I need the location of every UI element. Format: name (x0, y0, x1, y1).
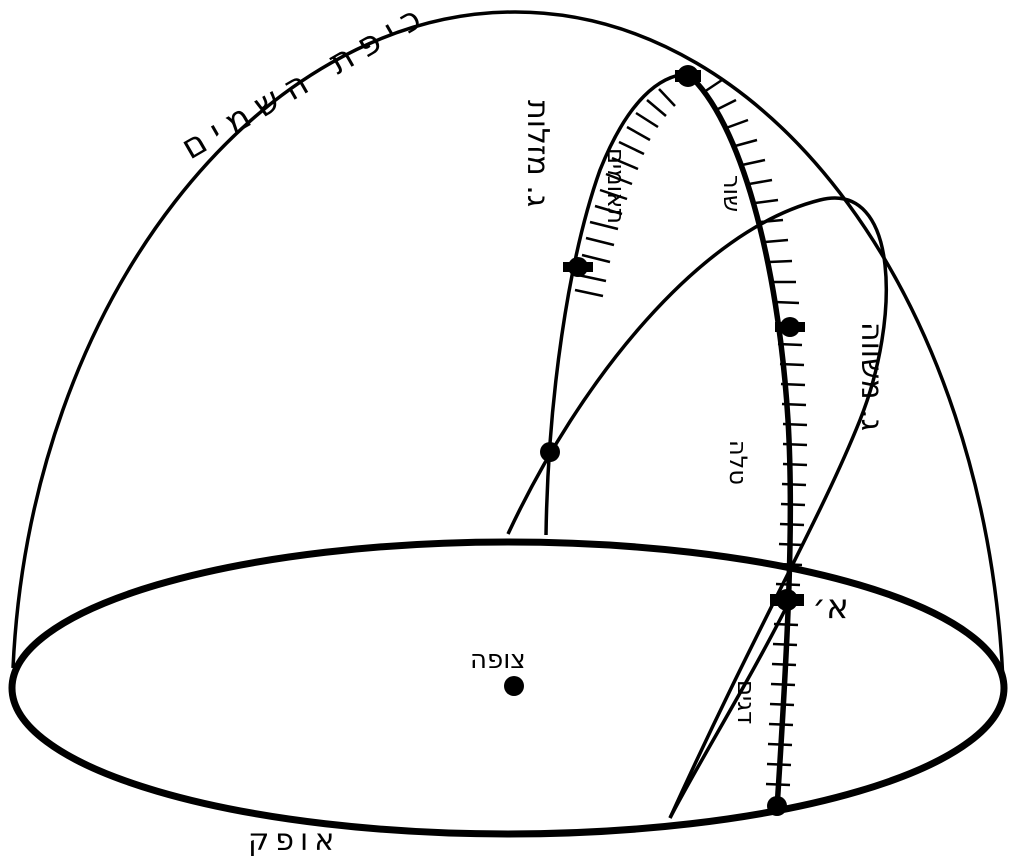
horizon-ellipse (8, 538, 1008, 838)
meridian-arc (686, 71, 794, 809)
zenith-cross (675, 70, 701, 82)
taurus-label: שור (718, 175, 746, 212)
sky-dome-arc (11, 10, 1005, 681)
equator-label: ג. משווה (854, 322, 889, 431)
ecliptic-arc (544, 72, 689, 536)
horizon-label: אופק (248, 823, 340, 857)
observer-point (504, 676, 524, 696)
equator-arc (506, 196, 889, 819)
observer-label: צופה (470, 645, 526, 675)
ecliptic-ticks (574, 88, 676, 298)
point-a-label: א׳ (812, 587, 849, 627)
intersection-point (540, 442, 560, 462)
gemini-label: תאומים (602, 148, 630, 224)
equator-lower-arc (668, 599, 792, 819)
aries-label: טלה (724, 440, 752, 485)
meridian-ticks (703, 78, 808, 787)
pisces-label: דגים (732, 680, 760, 724)
ecliptic-label: ג. מזלות (520, 100, 555, 207)
sky-dome-label: כיפת השמים (175, 0, 437, 168)
horizon-meridian-point (767, 796, 787, 816)
marker-points (504, 65, 805, 816)
